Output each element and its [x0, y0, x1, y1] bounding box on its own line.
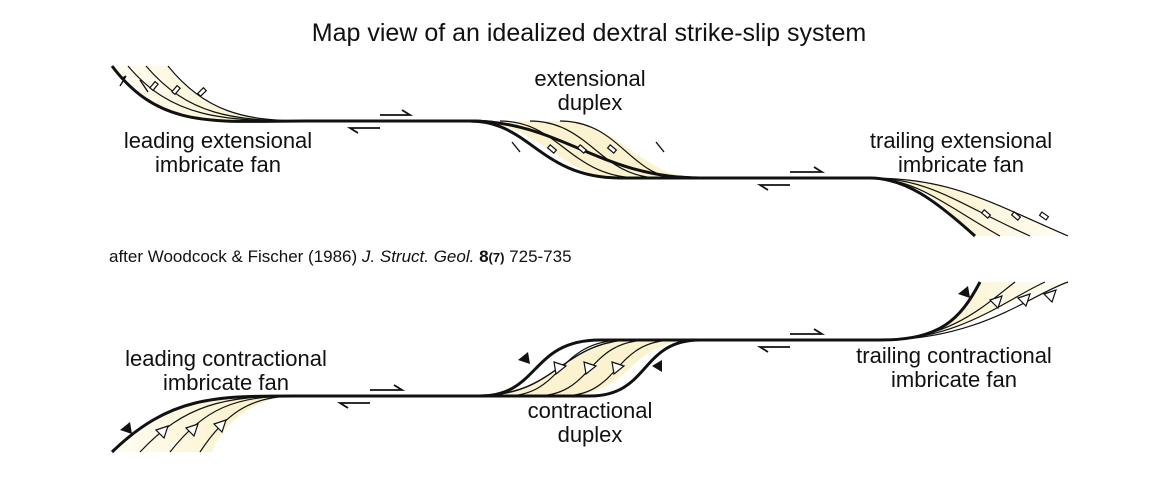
slip-arrow: [119, 75, 149, 93]
fan-fill: [112, 396, 295, 452]
fan-splay: [167, 65, 306, 122]
duplex-splay: [559, 120, 681, 179]
diagram-title: Map view of an idealized dextral strike-…: [311, 19, 867, 47]
thrust-tooth: [154, 419, 227, 440]
label-line: leading contractional: [125, 346, 327, 371]
dextral-slip-arrows: [346, 109, 826, 191]
citation-volume: 8: [479, 247, 489, 266]
duplex-boundary: [479, 338, 700, 398]
label-line: trailing extensional: [869, 128, 1053, 153]
fan-splay: [879, 281, 1069, 341]
label-trailing-contractional-fan: trailing contractional imbricate fan: [826, 344, 1082, 392]
thrust-tooth-solid: [518, 352, 530, 364]
duplex-splay: [499, 120, 641, 179]
thrust-tooth: [988, 289, 1057, 310]
citation-pages: 725-735: [504, 247, 572, 266]
trailing-contractional-fan: [879, 281, 1069, 342]
label-extensional-duplex: extensional duplex: [480, 67, 700, 115]
label-leading-extensional-fan: leading extensional imbricate fan: [100, 129, 336, 177]
label-line: imbricate fan: [891, 367, 1017, 392]
fan-splay: [199, 395, 296, 453]
label-line: extensional: [534, 66, 646, 91]
label-leading-contractional-fan: leading contractional imbricate fan: [96, 347, 356, 395]
thrust-tooth-solid: [958, 286, 970, 298]
dextral-slip-arrows: [336, 328, 826, 409]
normal-fault-tick: [980, 209, 1050, 221]
thrust-tooth: [553, 361, 626, 376]
fan-splay: [169, 395, 296, 453]
leading-contractional-fan: [110, 394, 296, 454]
fan-splay: [869, 176, 977, 238]
label-trailing-extensional-fan: trailing extensional imbricate fan: [838, 129, 1084, 177]
label-contractional-duplex: contractional duplex: [480, 399, 700, 447]
thrust-tooth-solid: [120, 422, 132, 434]
fan-fill: [112, 66, 305, 122]
label-line: leading extensional: [123, 128, 313, 153]
trailing-extensional-fan: [869, 176, 1069, 238]
duplex-boundary: [480, 338, 701, 398]
label-line: contractional: [527, 398, 653, 423]
fan-splay: [869, 177, 1069, 237]
label-line: trailing contractional: [856, 343, 1052, 368]
citation-prefix: after Woodcock & Fischer (1986): [109, 247, 362, 266]
citation: after Woodcock & Fischer (1986) J. Struc…: [109, 247, 572, 267]
leading-extensional-fan: [110, 65, 306, 123]
citation-journal: J. Struct. Geol.: [361, 247, 475, 266]
duplex-splay: [529, 120, 661, 179]
label-line: duplex: [557, 90, 623, 115]
contractional-duplex: [479, 338, 701, 398]
label-line: imbricate fan: [898, 152, 1024, 177]
duplex-boundary: [469, 119, 700, 180]
label-line: imbricate fan: [155, 152, 281, 177]
thrust-tooth-solid: [652, 360, 662, 372]
normal-fault-tick: [546, 144, 618, 154]
extensional-duplex: [469, 119, 701, 180]
citation-issue: (7): [488, 250, 505, 265]
normal-fault-tick: [149, 80, 208, 98]
label-line: imbricate fan: [163, 370, 289, 395]
label-line: duplex: [557, 422, 623, 447]
slip-arrow: [511, 141, 665, 153]
